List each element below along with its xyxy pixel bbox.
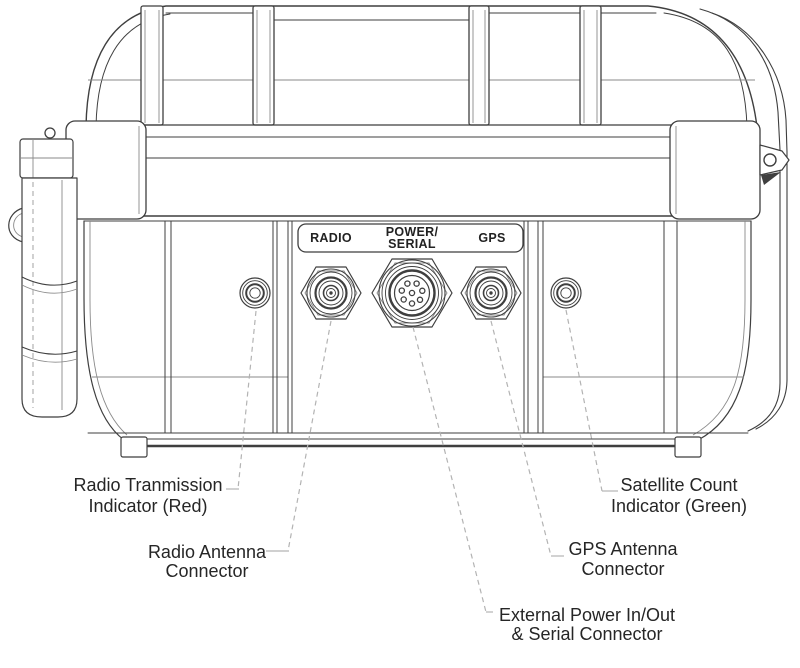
handle-pin: [44, 127, 56, 139]
handle-bar: [21, 177, 78, 418]
hinge-notch: [761, 172, 781, 185]
callout-radio-transmission-line1: Radio Tranmission: [73, 475, 222, 495]
lid-strap: [252, 5, 275, 126]
callout-labels: Radio Tranmission Indicator (Red) Radio …: [73, 475, 747, 644]
handle-ear: [8, 207, 24, 243]
case-body: [83, 220, 752, 458]
band-right-block: [669, 120, 761, 220]
band-left-block: [65, 120, 147, 220]
callout-satellite-count-line1: Satellite Count: [620, 475, 737, 495]
panel-label-power-serial-line2: SERIAL: [388, 237, 436, 251]
power-serial-pins: [398, 280, 426, 307]
callout-gps-antenna-line1: GPS Antenna: [568, 539, 678, 559]
radio-transmission-indicator-led: [239, 277, 271, 309]
power-serial-connector: [371, 258, 453, 328]
panel-label-power-serial-line1: POWER/: [386, 225, 439, 239]
lid-straps: [140, 5, 602, 126]
callout-gps-antenna-line2: Connector: [581, 559, 664, 579]
leader-satellite-count: [565, 309, 603, 492]
leader-gps-antenna: [490, 320, 552, 557]
right-foot: [674, 436, 702, 458]
left-handle: [8, 127, 78, 418]
callout-radio-antenna-line1: Radio Antenna: [148, 542, 267, 562]
callout-radio-antenna-line2: Connector: [165, 561, 248, 581]
lid-strap: [140, 5, 164, 126]
callout-external-power-line2: & Serial Connector: [511, 624, 662, 644]
body-ribs: [164, 220, 678, 434]
case-lid: [85, 5, 758, 128]
lid-seal-band: [65, 120, 761, 222]
leader-lines: [226, 309, 618, 613]
radio-antenna-connector: [300, 266, 362, 320]
leader-radio-antenna: [287, 320, 332, 552]
panel-label-gps: GPS: [478, 231, 505, 245]
callout-radio-transmission-line2: Indicator (Red): [88, 496, 207, 516]
satellite-count-indicator-led: [550, 277, 582, 309]
leader-radio-transmission: [237, 310, 257, 490]
panel-label-plate: [297, 223, 524, 253]
lid-strap: [579, 5, 602, 126]
panel-label-radio: RADIO: [310, 231, 352, 245]
callout-external-power-line1: External Power In/Out: [499, 605, 675, 625]
leader-external-power: [412, 326, 487, 613]
handle-bracket: [19, 138, 74, 179]
connector-panel: RADIO POWER/ SERIAL GPS: [297, 223, 524, 253]
callout-satellite-count-line2: Indicator (Green): [611, 496, 747, 516]
right-hinge: [759, 144, 790, 185]
lid-strap: [468, 5, 490, 126]
hinge-pin: [763, 153, 777, 167]
gps-antenna-connector: [460, 266, 522, 320]
left-foot: [120, 436, 148, 458]
case-right-flange: [699, 8, 788, 432]
